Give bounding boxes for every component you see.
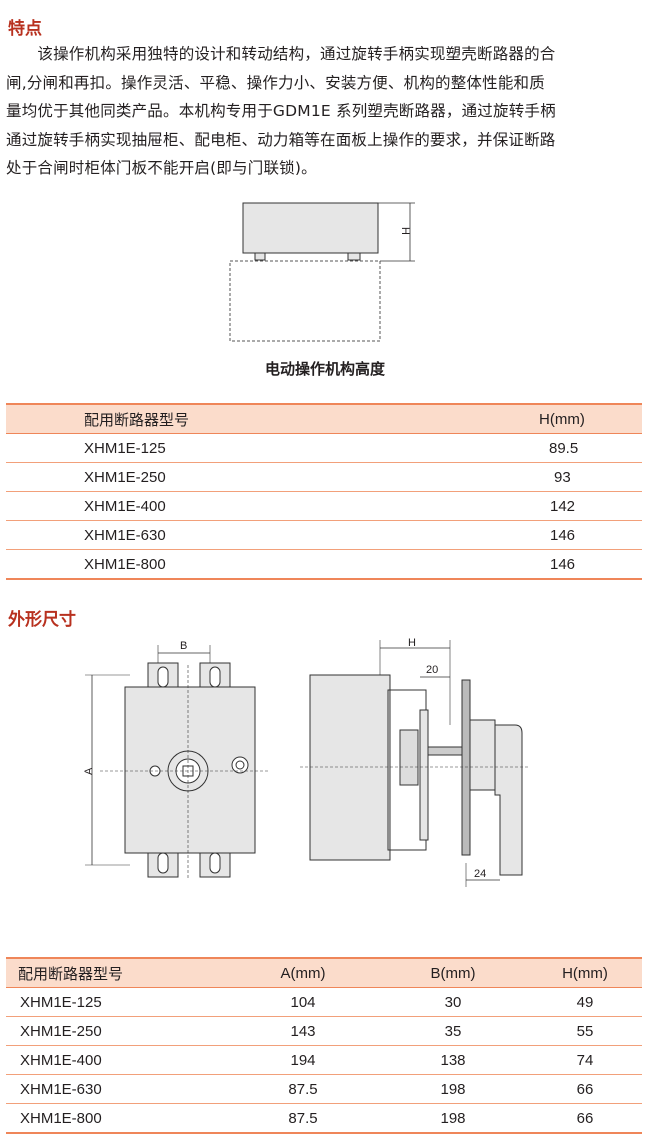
header-cell: H(mm): [414, 403, 642, 434]
table-cell: 198: [378, 1103, 528, 1134]
dimension-label: A: [83, 767, 95, 775]
dimension-label: 20: [426, 664, 438, 676]
table-cell: XHM1E-400: [6, 1045, 228, 1075]
features-line: 闸,分闸和再扣。操作灵活、平稳、操作力小、安装方便、机构的整体性能和质: [6, 73, 545, 92]
features-line: 量均优于其他同类产品。本机构专用于GDM1E 系列塑壳断路器，通过旋转手柄: [6, 102, 556, 121]
features-line: 处于合闸时柜体门板不能开启(即与门联锁)。: [6, 159, 317, 178]
table-cell: XHM1E-800: [6, 1103, 228, 1134]
table-cell: 55: [528, 1016, 642, 1046]
height-diagram: H: [229, 202, 415, 342]
table-cell: 93: [414, 462, 642, 492]
dimension-label: H: [399, 227, 411, 235]
outline-title: 外形尺寸: [8, 610, 76, 630]
table-cell: XHM1E-630: [6, 1074, 228, 1104]
features-line: 该操作机构采用独特的设计和转动结构，通过旋转手柄实现塑壳断路器的合: [6, 45, 556, 63]
table-cell: 142: [414, 491, 642, 521]
table-cell: XHM1E-250: [6, 1016, 228, 1046]
features-line: 通过旋转手柄实现抽屉柜、配电柜、动力箱等在面板上操作的要求，并保证断路: [6, 130, 556, 149]
table-cell: 198: [378, 1074, 528, 1104]
table-cell: 74: [528, 1045, 642, 1075]
table-cell: 194: [228, 1045, 378, 1075]
dimension-label: 24: [474, 868, 486, 880]
table-cell: XHM1E-400: [6, 491, 414, 521]
table-cell: 143: [228, 1016, 378, 1046]
table-cell: XHM1E-800: [6, 549, 414, 580]
table-cell: XHM1E-630: [6, 520, 414, 550]
features-paragraph: 该操作机构采用独特的设计和转动结构，通过旋转手柄实现塑壳断路器的合 闸,分闸和再…: [6, 40, 646, 183]
table-cell: 配用断路器型号: [6, 957, 228, 988]
table-cell: 30: [378, 987, 528, 1017]
front-view-diagram: A B: [83, 640, 268, 880]
table-cell: 146: [414, 520, 642, 550]
table-cell: A(mm): [228, 957, 378, 988]
dimension-label: B: [180, 640, 187, 652]
table-cell: 138: [378, 1045, 528, 1075]
table-cell: XHM1E-250: [6, 462, 414, 492]
table-cell: 87.5: [228, 1103, 378, 1134]
header-cell: 配用断路器型号: [6, 403, 414, 434]
table-cell: 35: [378, 1016, 528, 1046]
table-cell: 146: [414, 549, 642, 580]
height-diagram-caption: 电动操作机构高度: [264, 360, 385, 378]
table-cell: 49: [528, 987, 642, 1017]
table-cell: 66: [528, 1074, 642, 1104]
table-cell: 89.5: [414, 433, 642, 463]
features-title: 特点: [8, 19, 42, 39]
side-view-diagram: H 20 24: [300, 637, 528, 887]
table-cell: 87.5: [228, 1074, 378, 1104]
table-cell: 104: [228, 987, 378, 1017]
table-cell: XHM1E-125: [6, 987, 228, 1017]
table-cell: B(mm): [378, 957, 528, 988]
dimension-label: H: [408, 637, 416, 649]
table-cell: H(mm): [528, 957, 642, 988]
table-cell: 66: [528, 1103, 642, 1134]
table-cell: XHM1E-125: [6, 433, 414, 463]
